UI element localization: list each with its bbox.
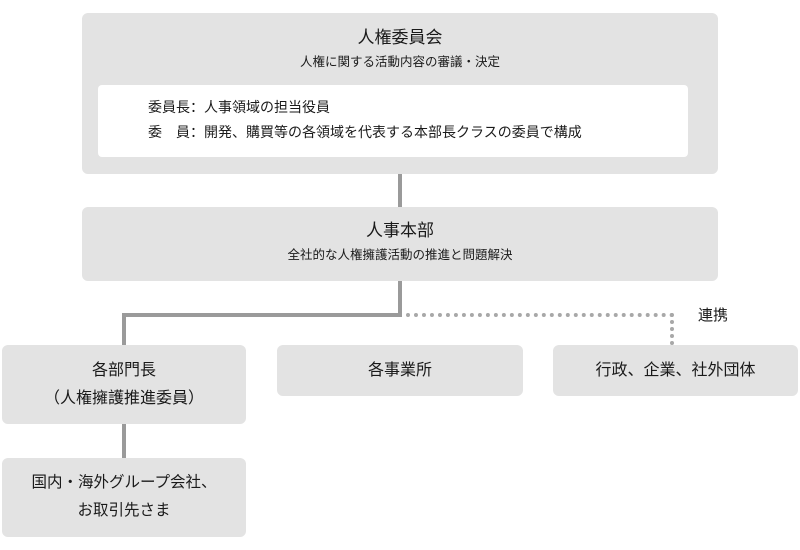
hr-title: 人事本部 <box>366 221 434 241</box>
dotted-link-vertical <box>670 313 674 345</box>
dept-subtitle: （人権擁護推進委員） <box>43 388 204 407</box>
committee-title: 人権委員会 <box>357 28 443 48</box>
partners-line1: 国内・海外グループ会社、 <box>31 473 217 491</box>
connector-dept <box>122 313 126 345</box>
committee-member-line: 委 員：開発、購買等の各領域を代表する本部長クラスの委員で構成 <box>148 121 688 146</box>
dotted-link-horizontal <box>406 313 674 317</box>
hr-subtitle: 全社的な人権擁護活動の推進と問題解決 <box>287 247 513 262</box>
committee-box: 人権委員会 人権に関する活動内容の審議・決定 委員長：人事領域の担当役員 委 員… <box>82 13 718 174</box>
member-role: 委員長 <box>148 100 190 116</box>
hr-box: 人事本部 全社的な人権擁護活動の推進と問題解決 <box>82 207 718 281</box>
link-label: 連携 <box>698 306 729 324</box>
external-box: 行政、企業、社外団体 <box>553 345 798 396</box>
member-desc: 開発、購買等の各領域を代表する本部長クラスの委員で構成 <box>204 125 582 141</box>
committee-subtitle: 人権に関する活動内容の審議・決定 <box>299 54 500 69</box>
connector-horizontal <box>122 313 402 317</box>
committee-members-panel: 委員長：人事領域の担当役員 委 員：開発、購買等の各領域を代表する本部長クラスの… <box>98 85 688 157</box>
partners-box: 国内・海外グループ会社、 お取引先さま <box>2 458 246 537</box>
connector-hr-down <box>398 281 402 317</box>
dept-title: 各部門長 <box>91 360 156 379</box>
member-desc: 人事領域の担当役員 <box>204 100 330 116</box>
member-role: 委 員 <box>148 125 190 141</box>
offices-box: 各事業所 <box>277 345 523 396</box>
connector-dept-partners <box>122 424 126 458</box>
offices-title: 各事業所 <box>367 360 432 379</box>
member-separator: ： <box>190 100 204 116</box>
external-title: 行政、企業、社外団体 <box>595 360 756 379</box>
partners-line2: お取引先さま <box>77 501 171 519</box>
connector-committee-hr <box>398 174 402 207</box>
dept-box: 各部門長 （人権擁護推進委員） <box>2 345 246 424</box>
committee-member-line: 委員長：人事領域の担当役員 <box>148 96 688 121</box>
member-separator: ： <box>190 125 204 141</box>
